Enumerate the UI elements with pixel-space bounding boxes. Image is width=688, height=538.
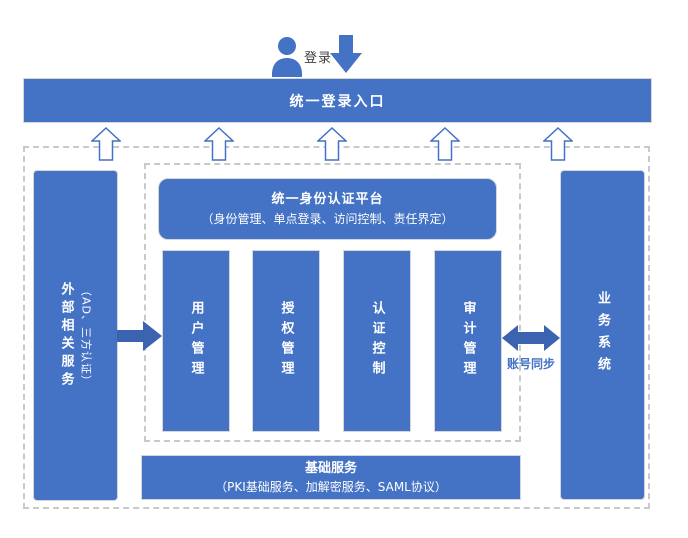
login-label: 登录 (304, 51, 333, 66)
external-services-bar: 外部相关服务 （AD、三方认证） (33, 170, 118, 501)
up-arrow-icon (317, 127, 347, 161)
external-services-subtitle: （AD、三方认证） (79, 284, 93, 387)
base-services-subtitle: （PKI基础服务、加解密服务、SAML协议） (215, 480, 447, 494)
business-system-bar: 业务系统 (560, 170, 645, 500)
sync-label: 账号同步 (506, 357, 555, 371)
base-services-bar: 基础服务 （PKI基础服务、加解密服务、SAML协议） (141, 455, 521, 500)
platform-subtitle: （身份管理、单点登录、访问控制、责任界定） (201, 212, 454, 226)
module-label: 授权管理 (278, 301, 294, 381)
platform-title-box: 统一身份认证平台 （身份管理、单点登录、访问控制、责任界定） (158, 178, 497, 240)
up-arrow-icon (430, 127, 460, 161)
unified-login-label: 统一登录入口 (289, 93, 386, 110)
business-system-title: 业务系统 (595, 291, 610, 379)
external-services-title: 外部相关服务 (58, 281, 74, 390)
module-authorization-management: 授权管理 (252, 250, 320, 432)
sync-double-arrow-icon (502, 325, 560, 351)
platform-panel (144, 163, 521, 442)
module-user-management: 用户管理 (162, 250, 230, 432)
base-services-title: 基础服务 (304, 461, 357, 476)
up-arrow-icon (204, 127, 234, 161)
platform-title: 统一身份认证平台 (271, 192, 384, 207)
up-arrow-icon (91, 127, 121, 161)
module-label: 认证控制 (369, 301, 385, 381)
down-arrow-icon (330, 35, 362, 73)
person-icon (272, 37, 302, 77)
module-audit-management: 审计管理 (434, 250, 502, 432)
unified-login-bar: 统一登录入口 (23, 78, 652, 123)
module-label: 审计管理 (460, 301, 476, 381)
module-label: 用户管理 (188, 301, 204, 381)
right-arrow-icon (117, 321, 162, 351)
up-arrow-icon (543, 127, 573, 161)
module-authentication-control: 认证控制 (343, 250, 411, 432)
